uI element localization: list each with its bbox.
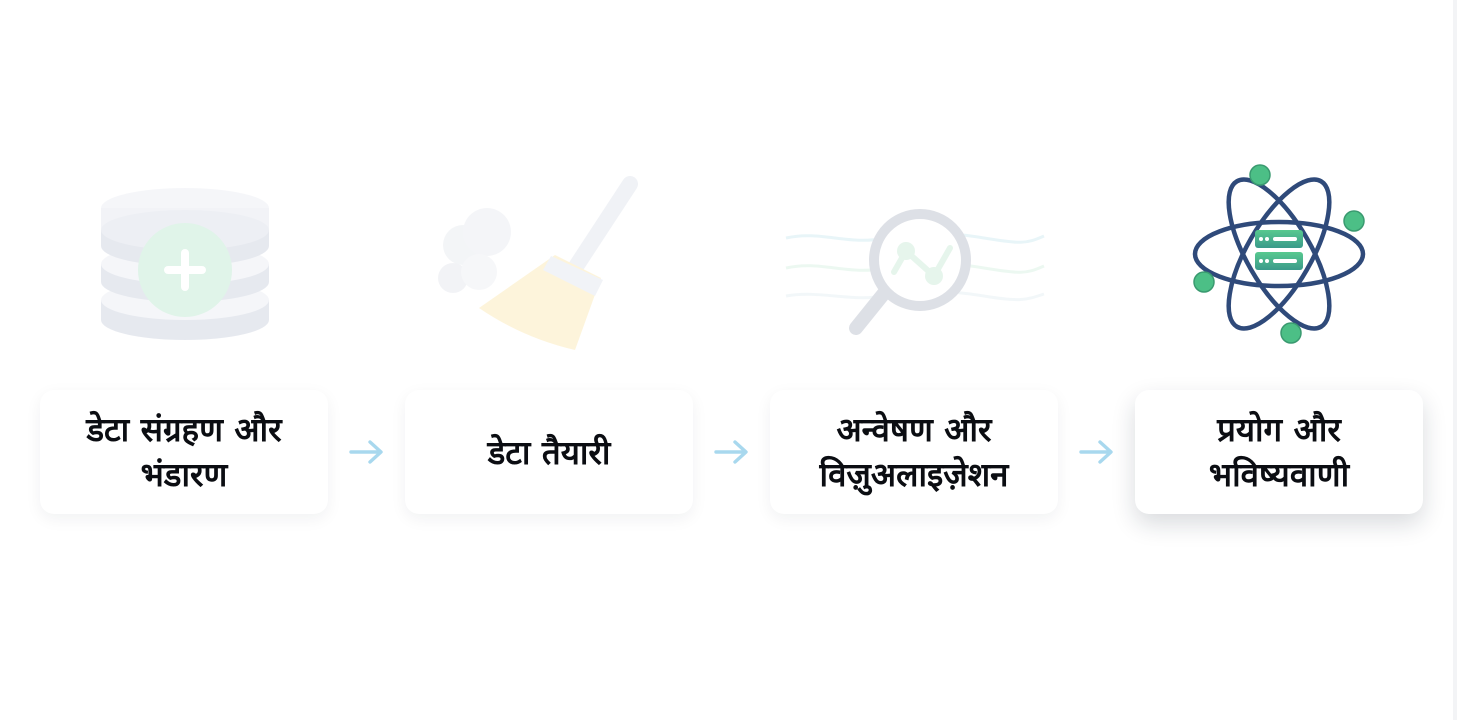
atom-server-icon [1135, 150, 1423, 370]
database-add-icon [40, 150, 328, 370]
stage-experimentation-prediction: प्रयोग और भविष्यवाणी [1135, 0, 1423, 720]
stage-label: डेटा तैयारी [487, 432, 611, 472]
arrow-right-icon [712, 436, 752, 468]
arrow-right-icon [347, 436, 387, 468]
right-edge-divider [1453, 0, 1457, 720]
stage-label: प्रयोग और भविष्यवाणी [1208, 410, 1350, 494]
stage-card[interactable]: डेटा तैयारी [405, 390, 693, 514]
stage-label: डेटा संग्रहण और भंडारण [86, 410, 282, 494]
stage-card[interactable]: डेटा संग्रहण और भंडारण [40, 390, 328, 514]
stage-data-storage: डेटा संग्रहण और भंडारण [40, 0, 328, 720]
magnifier-chart-icon [770, 150, 1058, 370]
arrow-right-icon [1077, 436, 1117, 468]
stage-card[interactable]: प्रयोग और भविष्यवाणी [1135, 390, 1423, 514]
stage-exploration-visualization: अन्वेषण और विज़ुअलाइज़ेशन [770, 0, 1058, 720]
stage-card[interactable]: अन्वेषण और विज़ुअलाइज़ेशन [770, 390, 1058, 514]
stage-data-preparation: डेटा तैयारी [405, 0, 693, 720]
stage-label: अन्वेषण और विज़ुअलाइज़ेशन [819, 410, 1009, 494]
broom-icon [405, 150, 693, 370]
